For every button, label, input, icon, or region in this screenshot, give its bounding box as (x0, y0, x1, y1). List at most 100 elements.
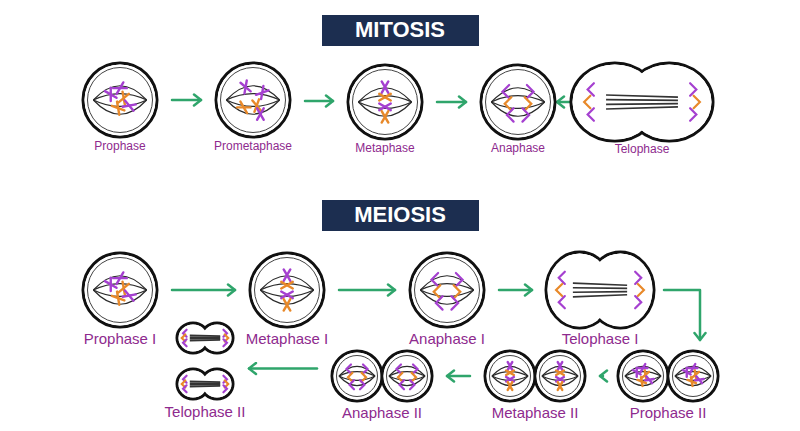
cell-contents (93, 272, 146, 304)
stage-arrow (437, 101, 466, 104)
spindle-fiber (339, 376, 375, 386)
spindle-fiber (675, 366, 711, 376)
cell-contents (420, 273, 473, 310)
chromosome (281, 291, 293, 298)
chromosome (506, 377, 514, 382)
stage-label: Telophase II (163, 403, 248, 420)
chromosome (257, 108, 264, 120)
stage-arrow (172, 99, 201, 102)
spindle-fiber (93, 86, 146, 100)
cell-stage: Prophase (78, 60, 162, 154)
cell-outline (546, 252, 654, 328)
cell-stage: Metaphase I (244, 250, 331, 347)
cell-stage: Metaphase (343, 62, 427, 156)
stage-arrow (600, 375, 603, 378)
chromosome (556, 371, 564, 376)
chromatid (502, 85, 509, 98)
chromatid (398, 373, 403, 382)
chromatid (588, 83, 594, 95)
spindle-fiber (389, 372, 425, 376)
chromosome (382, 111, 389, 123)
cell-drawing (213, 60, 293, 140)
spindle-fiber (339, 372, 375, 376)
cell-contents (93, 82, 146, 114)
cell-contents (339, 365, 375, 390)
chromatid (559, 296, 565, 308)
stage-label: Metaphase (343, 142, 427, 156)
stage-label: Prometaphase (211, 140, 295, 154)
chromatid (413, 365, 418, 374)
chromosome (281, 282, 293, 289)
spindle-fiber (226, 86, 279, 100)
cell-stage: Telophase II (163, 319, 248, 420)
chromosome (117, 102, 119, 115)
cell-drawing (247, 250, 327, 330)
chromosome (691, 377, 693, 386)
chromosome (113, 87, 126, 89)
spindle-fiber (260, 276, 313, 290)
chromosome (244, 80, 246, 93)
cell-drawing (482, 348, 588, 404)
spindle-fiber (389, 376, 425, 386)
chromatid (400, 380, 405, 389)
chromosome (686, 368, 688, 377)
chromatid (363, 365, 368, 374)
cell-contents (226, 80, 279, 119)
chromatid (505, 97, 512, 110)
cell-drawing (615, 348, 721, 404)
spindle-fiber (420, 284, 473, 290)
chromosome (641, 377, 643, 386)
chromatid (527, 85, 534, 98)
chromatid (223, 339, 227, 346)
cell-stage: Prophase II (613, 348, 723, 421)
cell-contents (556, 272, 644, 308)
cell-drawing (569, 61, 715, 143)
chromosome (696, 376, 702, 383)
stage-arrow (557, 101, 570, 104)
chromosome (636, 368, 638, 377)
cell-outline (410, 253, 484, 327)
chromatid (350, 380, 355, 389)
stage-label: Anaphase II (327, 404, 437, 421)
cell-drawing (544, 250, 656, 330)
chromatid (183, 385, 187, 392)
chromatid (347, 365, 352, 374)
title-text: MEIOSIS (354, 202, 446, 227)
chromatid (635, 296, 641, 308)
spindle-fiber (491, 102, 544, 116)
cell-outline (332, 351, 382, 401)
chromosome (508, 362, 513, 370)
chromosome (110, 88, 112, 101)
cell-stage: Anaphase I (405, 250, 489, 347)
chromosome (508, 382, 513, 390)
stage-label: Metaphase I (244, 330, 331, 347)
cell-contents (584, 83, 700, 120)
stage-arrow (447, 375, 470, 378)
chromosome (506, 371, 514, 376)
title-banner: MITOSIS (322, 15, 479, 46)
chromatid (584, 96, 590, 108)
chromatid (556, 284, 562, 296)
cell-contents (675, 364, 711, 386)
chromosome (379, 94, 391, 101)
cell-contents (182, 376, 228, 393)
chromosome (506, 371, 514, 376)
stage-label: Prophase II (613, 404, 723, 421)
chromosome (508, 362, 513, 370)
chromatid (410, 380, 415, 389)
cell-stage: Metaphase II (480, 348, 590, 421)
stage-label: Anaphase I (405, 330, 489, 347)
spindle-fiber (226, 100, 279, 114)
spindle-fiber (573, 295, 627, 297)
stage-label: Telophase I (542, 330, 658, 347)
chromatid (507, 108, 514, 121)
cell-outline (668, 351, 718, 401)
chromosome (689, 367, 698, 369)
spindle-fiber (358, 88, 411, 102)
spindle-fiber (573, 283, 627, 285)
stage-arrow (499, 289, 532, 292)
spindle-fiber (339, 376, 375, 380)
chromosome (508, 382, 513, 390)
chromatid (436, 296, 443, 309)
